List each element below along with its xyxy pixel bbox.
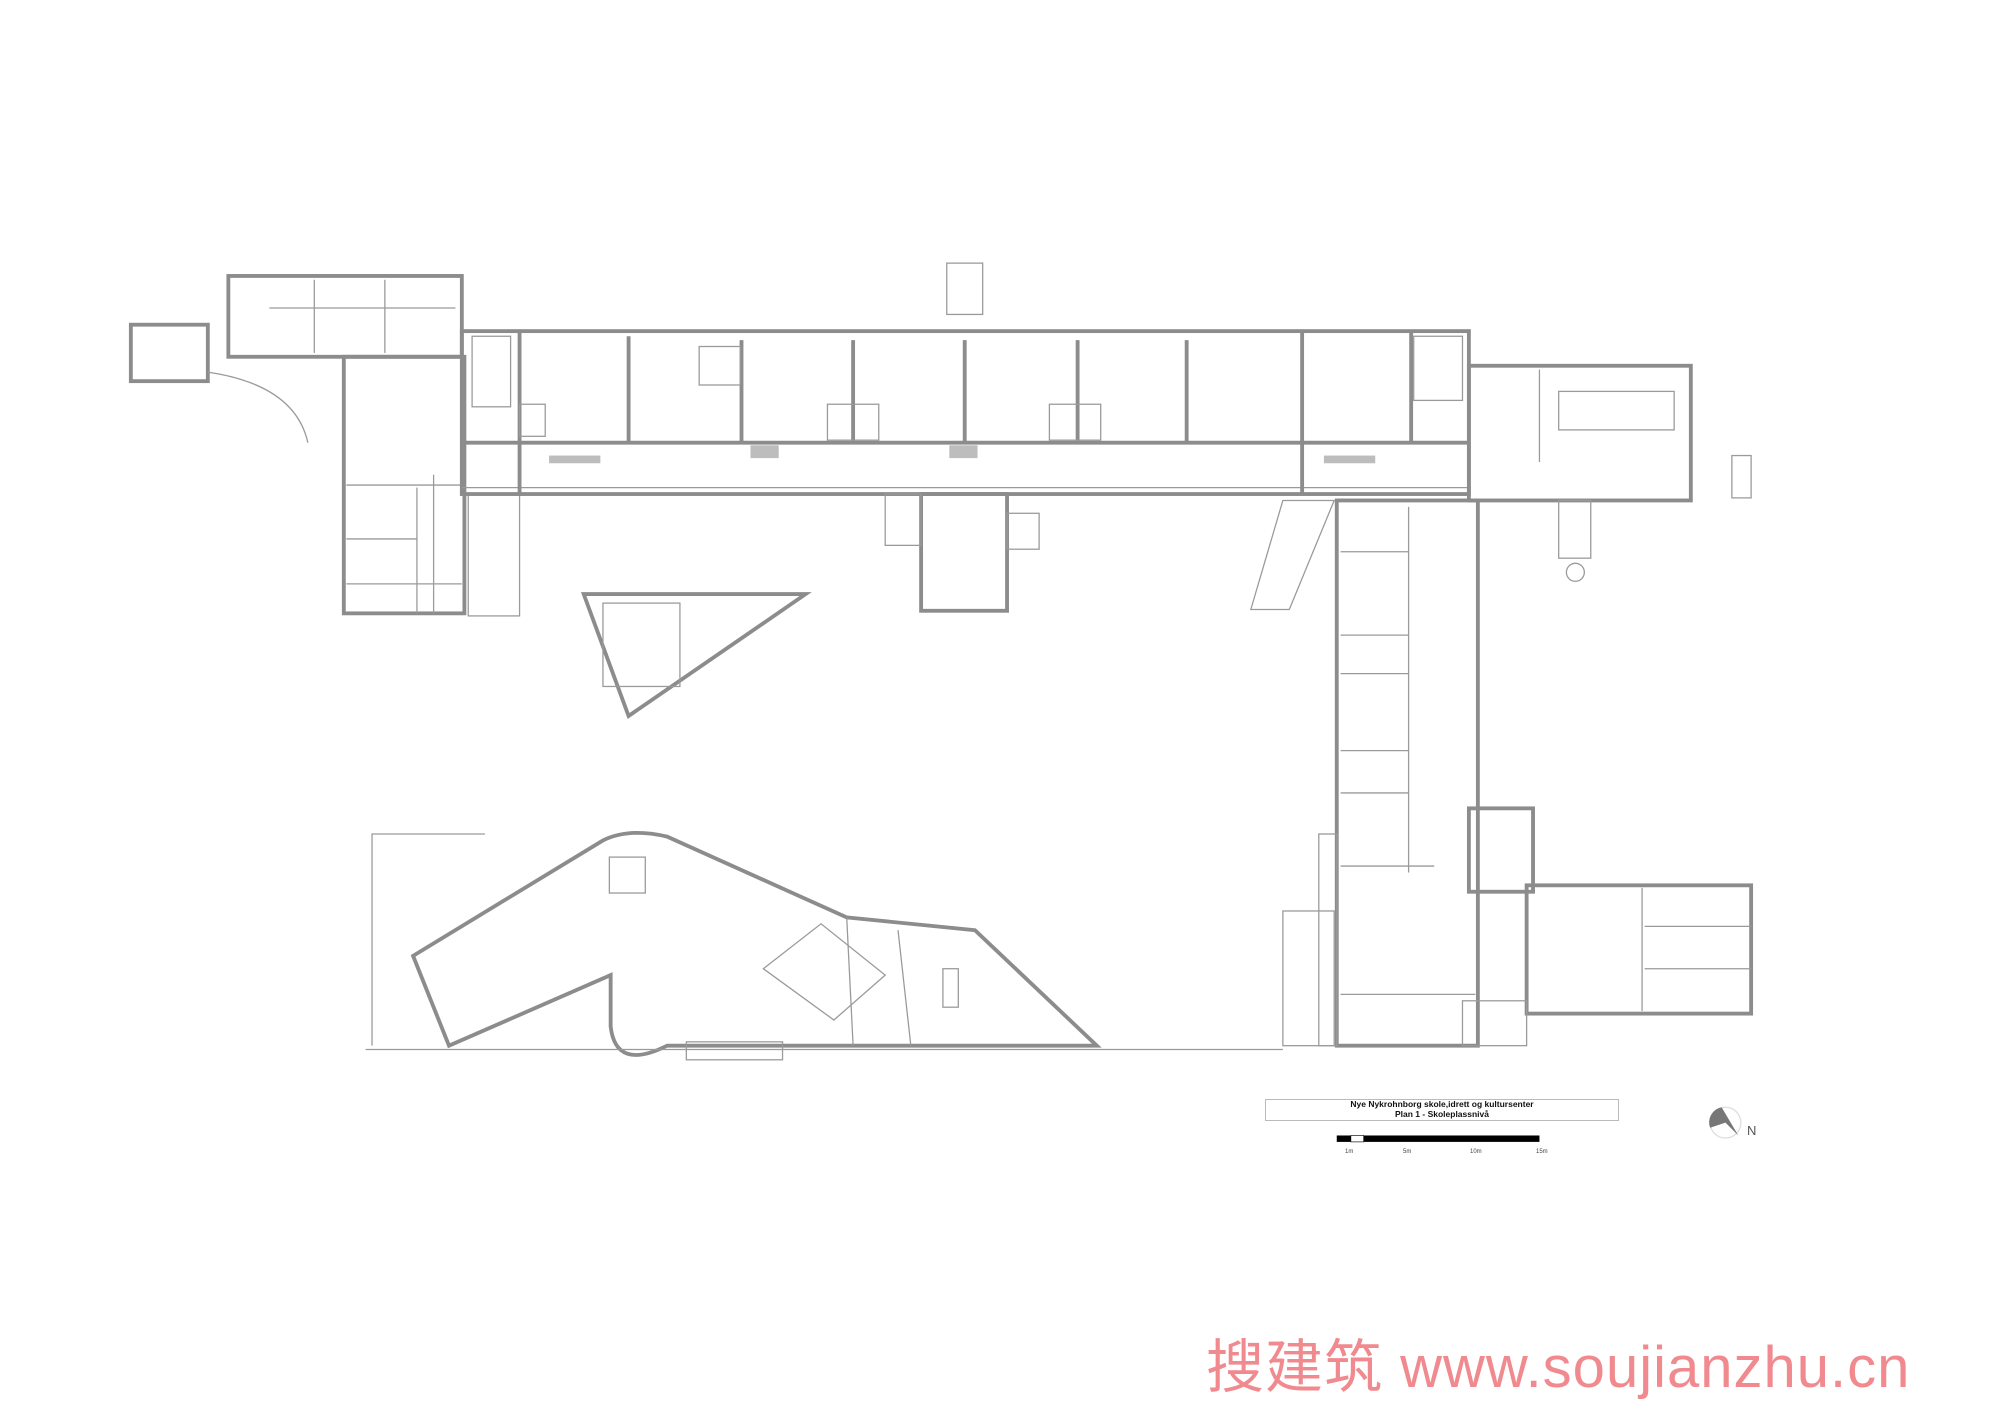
scale-label: 10m bbox=[1470, 1149, 1482, 1155]
right-block bbox=[1466, 363, 1752, 582]
main-bar bbox=[459, 262, 1471, 496]
south-building bbox=[365, 830, 1283, 1061]
north-label: N bbox=[1747, 1123, 1757, 1138]
scale-label: 1m bbox=[1345, 1149, 1354, 1155]
scale-label: 15m bbox=[1536, 1149, 1548, 1155]
plan-title: Plan 1 - Skoleplassnivå bbox=[1394, 1108, 1489, 1119]
watermark: 搜建筑 www.soujianzhu.cn bbox=[1206, 1335, 1911, 1400]
title-block: Nye Nykrohnborg skole,idrett og kulturse… bbox=[1265, 1099, 1619, 1121]
project-title: Nye Nykrohnborg skole,idrett og kulturse… bbox=[1350, 1099, 1534, 1109]
right-wing bbox=[1249, 498, 1754, 1048]
triangle-stair bbox=[580, 592, 812, 719]
left-annex bbox=[128, 274, 464, 443]
scale-label: 5m bbox=[1403, 1149, 1412, 1155]
north-arrow-icon bbox=[1709, 1106, 1742, 1139]
left-wing bbox=[341, 354, 521, 617]
center-annex bbox=[884, 492, 1040, 613]
scale-bar bbox=[1336, 1135, 1540, 1143]
